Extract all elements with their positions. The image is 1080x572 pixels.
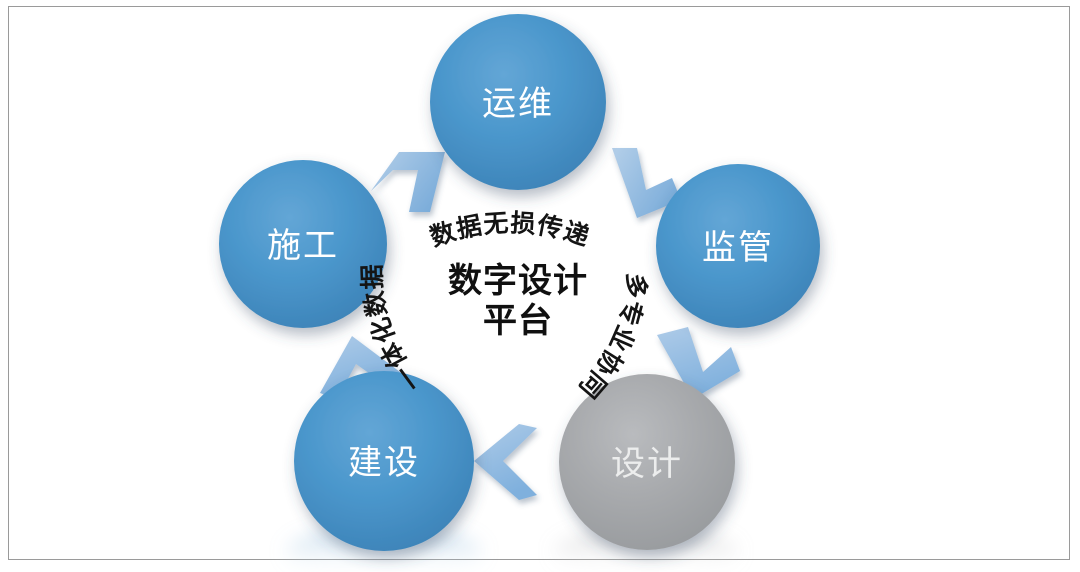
arc-label-top-text: 数据无损传递 (427, 209, 593, 252)
node-sheji[interactable]: 设计 (559, 374, 735, 550)
node-label-yunwei: 运维 (482, 85, 554, 123)
node-jianshe[interactable]: 建设 (294, 371, 474, 551)
center-title-line-2: 平台 (483, 302, 553, 340)
node-label-jianshe: 建设 (348, 444, 420, 482)
center-title: 数字设计 平台 (448, 262, 588, 340)
node-label-sheji: 设计 (611, 445, 683, 483)
arrow-sheji-to-jianshe (474, 424, 537, 500)
node-label-jianguan: 监管 (702, 229, 774, 267)
node-yunwei[interactable]: 运维 (430, 14, 606, 190)
node-label-shigong: 施工 (267, 227, 339, 265)
arc-label-top: 数据无损传递 (427, 209, 594, 252)
arrow-yunwei-to-jianguan (612, 148, 681, 218)
node-jianguan[interactable]: 监管 (656, 164, 820, 328)
node-shigong[interactable]: 施工 (219, 160, 387, 328)
arrow-jianguan-to-sheji (657, 327, 740, 399)
arrow-shigong-to-yunwei (371, 152, 445, 212)
center-title-line-1: 数字设计 (448, 262, 588, 300)
